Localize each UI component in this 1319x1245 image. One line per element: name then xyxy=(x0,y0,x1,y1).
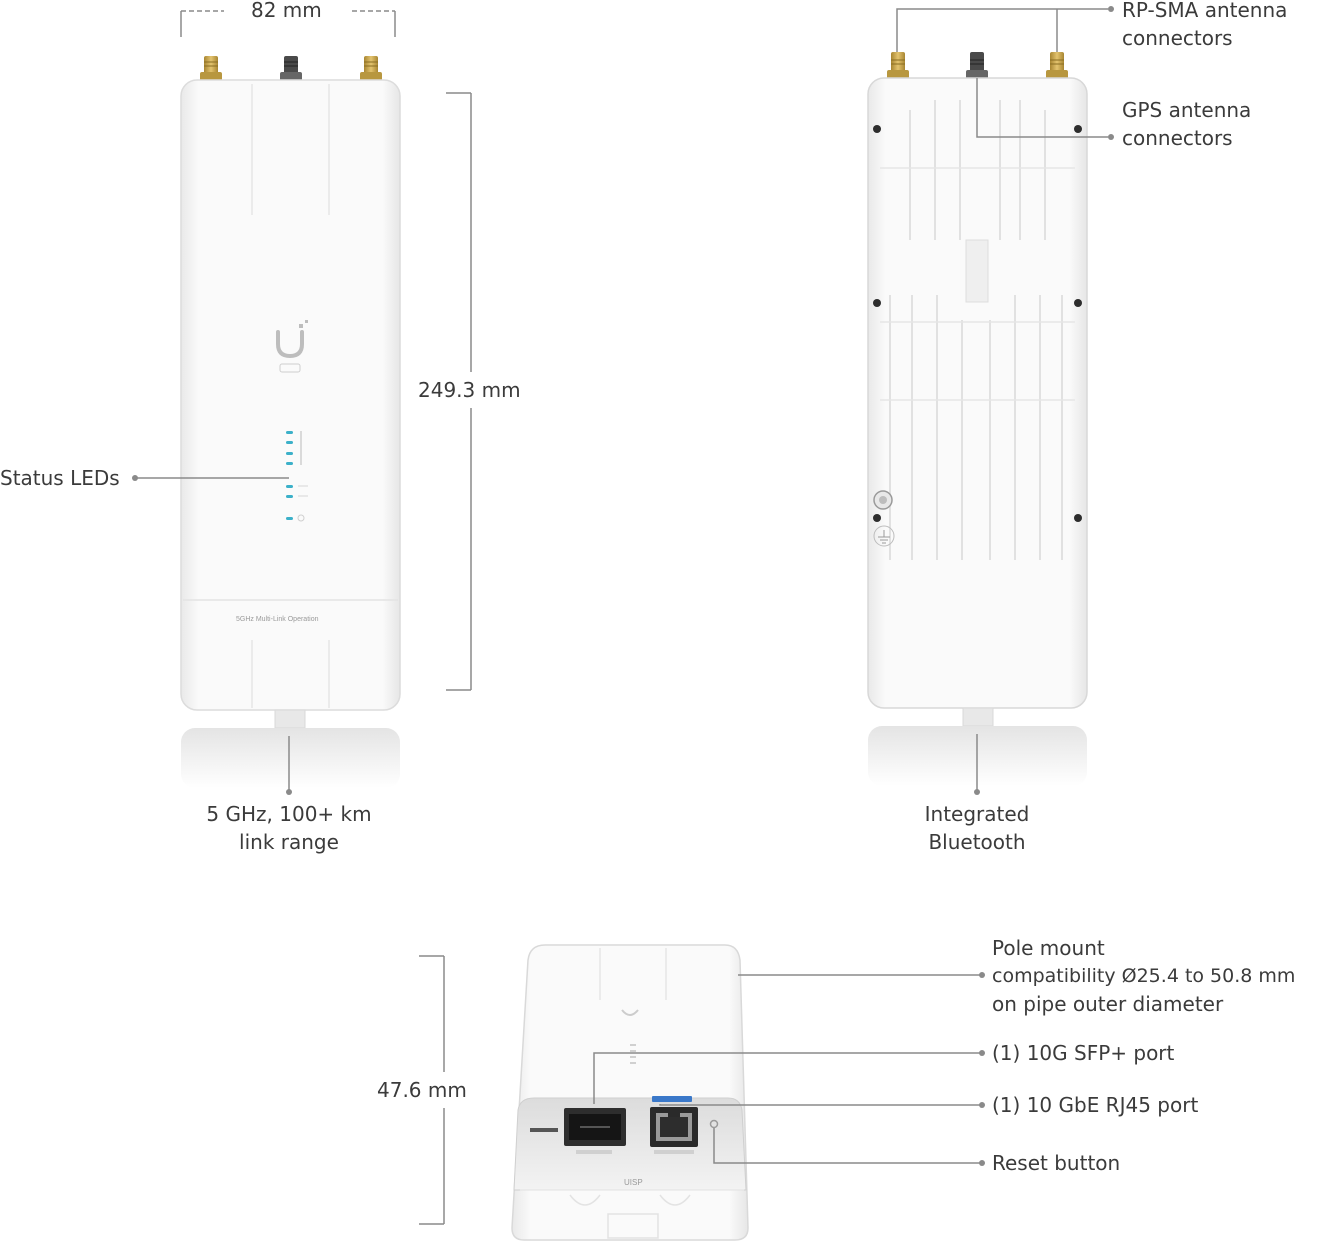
bottom-device xyxy=(511,944,749,1241)
front-device xyxy=(180,56,401,788)
back-connector-center xyxy=(966,52,988,80)
dimension-lines xyxy=(180,10,472,1225)
sfp-port-label: (1) 10G SFP+ port xyxy=(992,1041,1175,1065)
front-connector-center xyxy=(280,56,302,82)
link-range-label-line2: link range xyxy=(239,830,339,854)
gps-label-line2: connectors xyxy=(1122,126,1233,150)
front-connector-right xyxy=(360,56,382,82)
ground-lug-icon xyxy=(873,490,895,547)
rp-sma-label-line1: RP-SMA antenna xyxy=(1122,0,1288,22)
back-device xyxy=(867,52,1088,786)
ui-logo-icon xyxy=(276,320,308,373)
link-range-label-line1: 5 GHz, 100+ km xyxy=(206,802,372,826)
dimension-width-label: 82 mm xyxy=(251,0,322,22)
bluetooth-label-line1: Integrated xyxy=(924,802,1030,826)
pole-mount-label-line3: on pipe outer diameter xyxy=(992,992,1224,1016)
sfp-port xyxy=(564,1108,626,1154)
dimension-depth-label: 47.6 mm xyxy=(377,1078,467,1102)
status-led-group xyxy=(286,431,308,522)
rj45-port-label: (1) 10 GbE RJ45 port xyxy=(992,1093,1199,1117)
status-leds-label: Status LEDs xyxy=(0,466,120,490)
callout-dots xyxy=(132,6,1114,1166)
front-device-print: 5GHz Multi-Link Operation xyxy=(236,616,319,623)
rj45-port xyxy=(650,1096,698,1154)
dimension-height-label: 249.3 mm xyxy=(418,378,521,402)
front-connector-left xyxy=(200,56,222,82)
reset-button-label: Reset button xyxy=(992,1151,1121,1175)
back-connector-left xyxy=(887,52,909,80)
bottom-device-print: UISP xyxy=(624,1178,643,1187)
bluetooth-label-line2: Bluetooth xyxy=(928,830,1026,854)
rp-sma-label-line2: connectors xyxy=(1122,26,1233,50)
gps-label-line1: GPS antenna xyxy=(1122,98,1252,122)
pole-mount-label-line2: compatibility Ø25.4 to 50.8 mm xyxy=(992,965,1296,987)
reset-button-hole xyxy=(709,1119,719,1129)
callout-lines xyxy=(135,8,1108,1164)
back-connector-right xyxy=(1046,52,1068,80)
pole-mount-label-line1: Pole mount xyxy=(992,936,1105,960)
